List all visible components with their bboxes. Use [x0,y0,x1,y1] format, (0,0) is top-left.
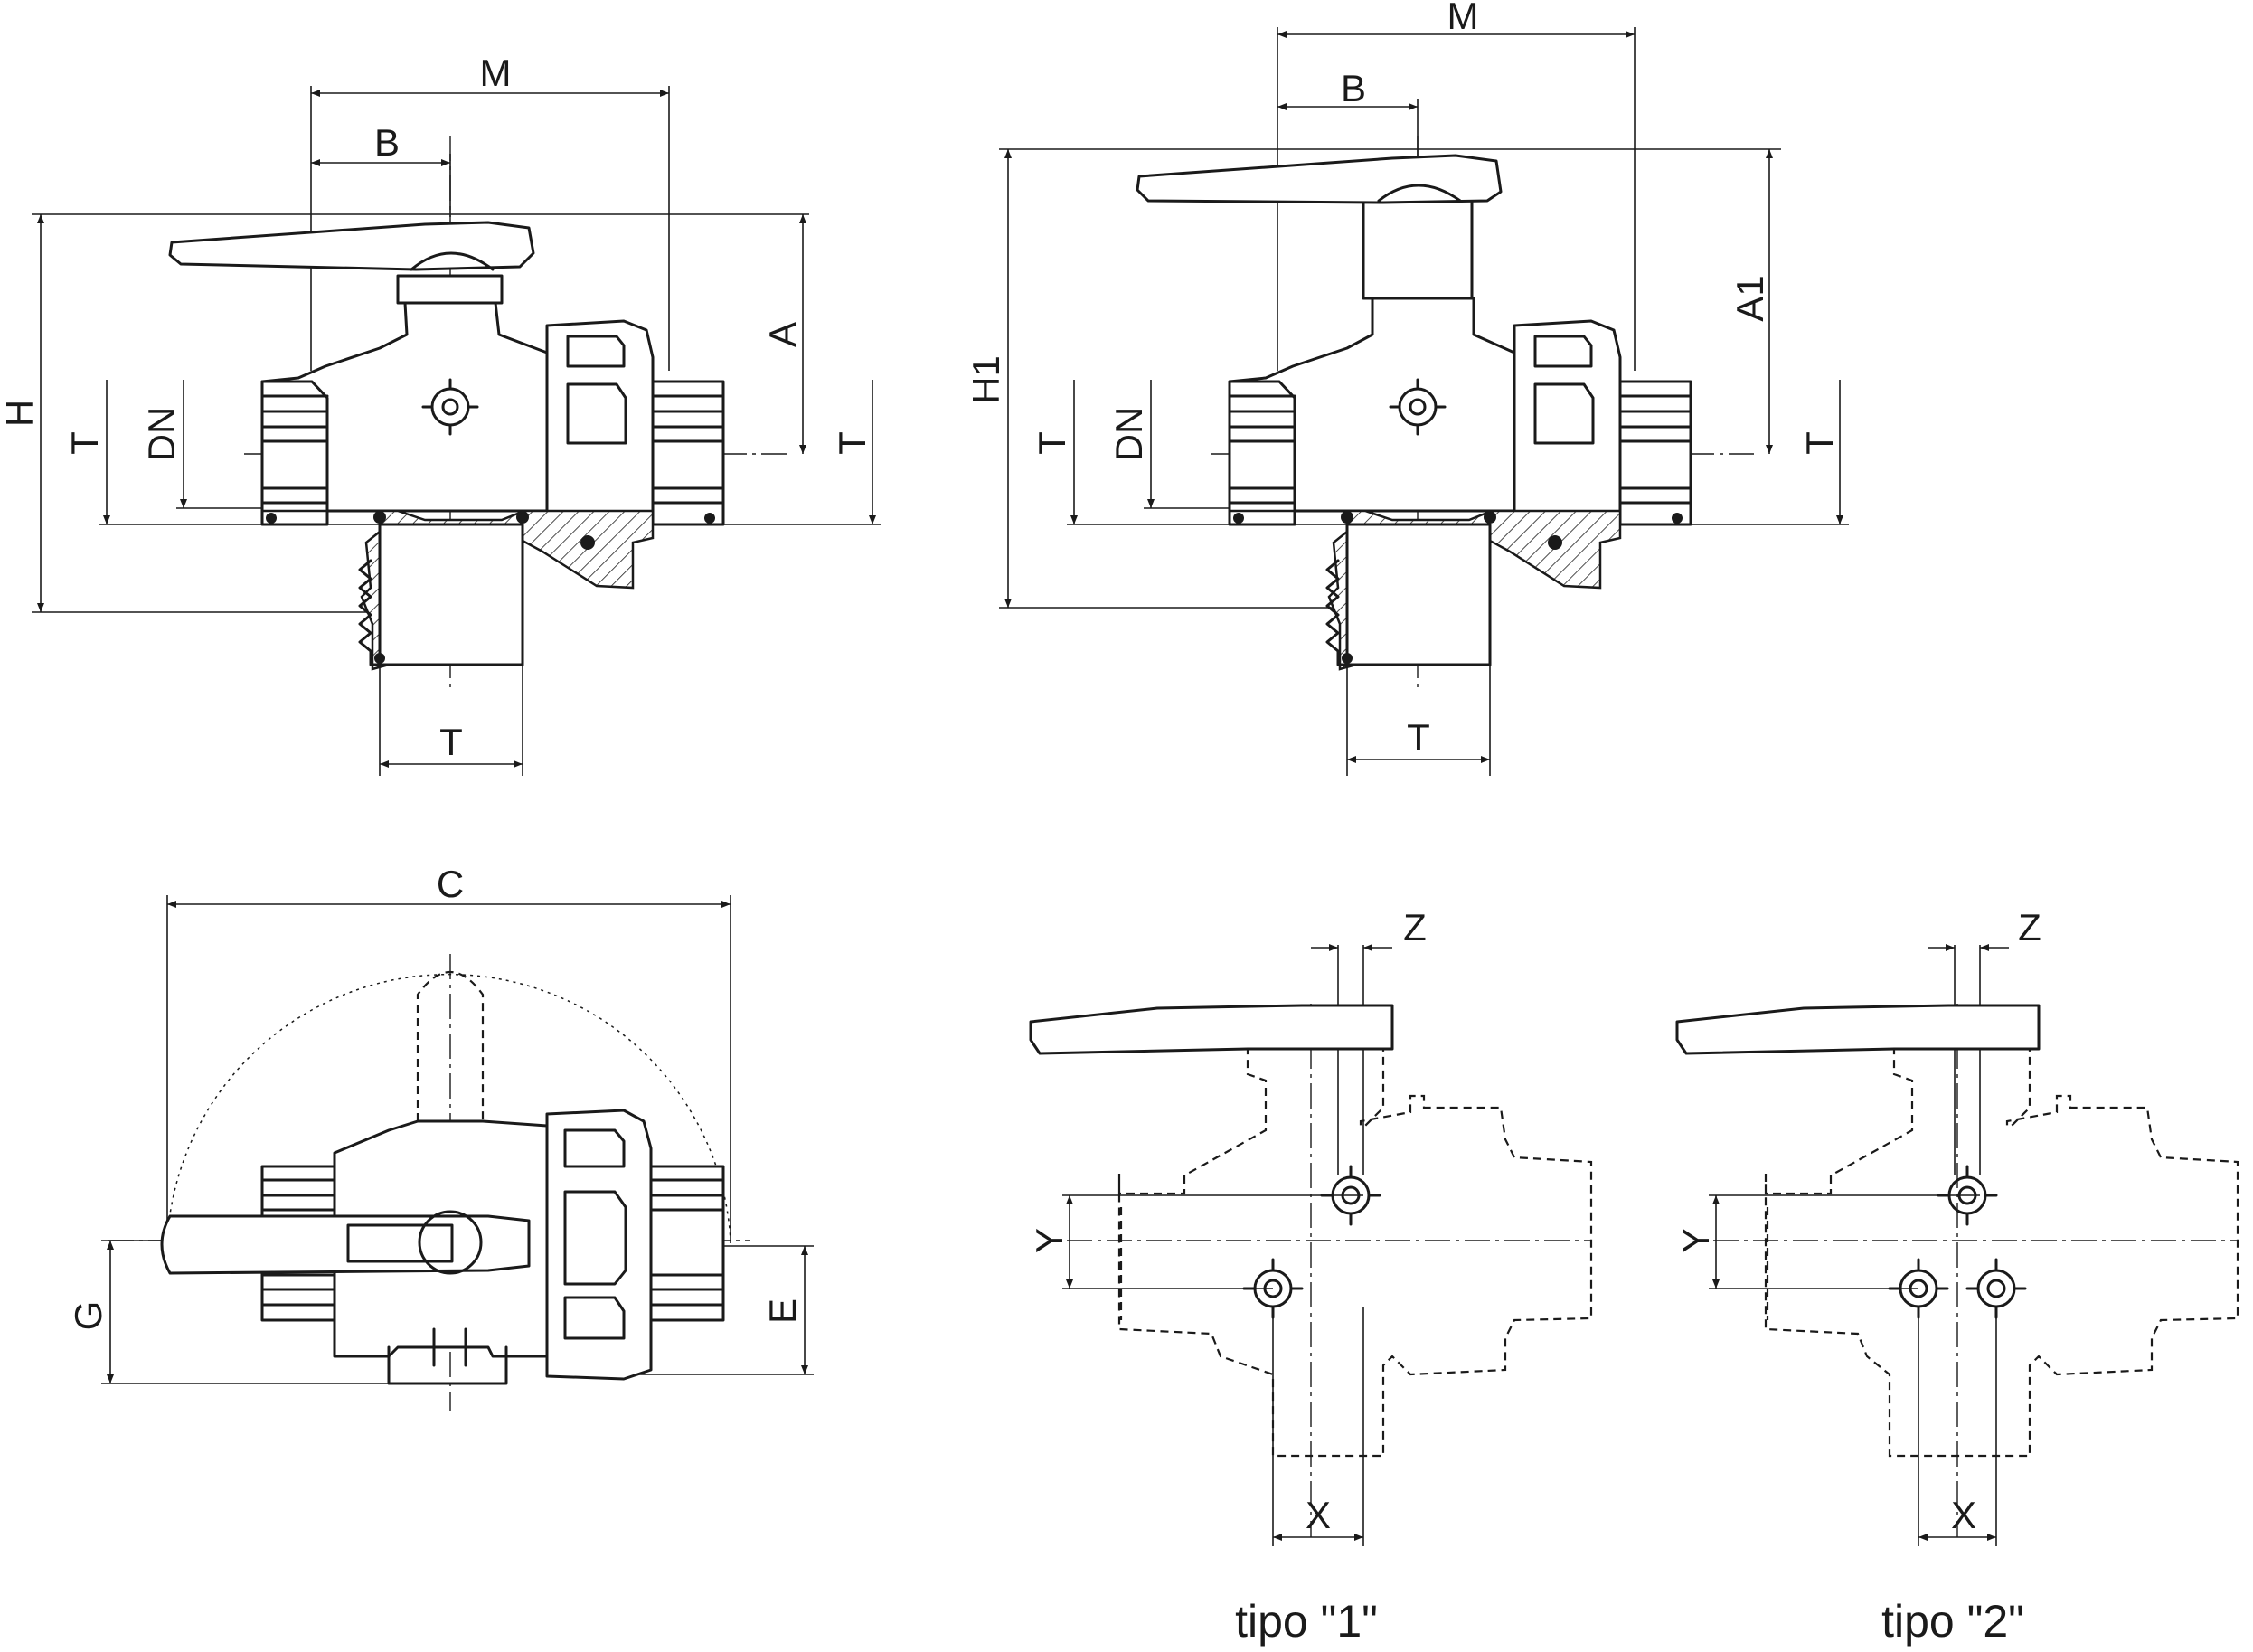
view-front-extended-stem [999,27,1849,776]
dim-label-M-2: M [1447,0,1479,37]
dims-view-type-1: Z Y X [1028,906,1427,1541]
dims-view-type-2: Z Y X [1674,906,2041,1541]
dim-label-T-left: T [63,431,106,455]
dim-label-Y-1: Y [1028,1228,1070,1253]
dim-label-A: A [761,322,804,347]
dim-label-Z-2: Z [2018,906,2041,949]
dims-view-front-extended: M B H1 A1 T DN T T [965,0,1843,763]
dim-label-M: M [480,52,512,94]
dim-label-T-right-2: T [1798,431,1841,455]
type2-indicator-upper [1937,1165,1998,1226]
view-front-short-stem [32,86,881,776]
dim-label-E: E [761,1298,804,1324]
dim-label-DN: DN [140,407,183,462]
dim-label-C: C [437,863,464,905]
dim-label-T-bottom-2: T [1407,716,1430,759]
dim-label-H: H [0,400,41,427]
type1-indicator-lower [1242,1258,1304,1319]
dim-label-T-bottom: T [439,721,463,763]
dim-label-DN-2: DN [1108,407,1150,462]
dim-label-Z-1: Z [1403,906,1427,949]
dim-label-T-right: T [831,431,873,455]
caption-type-2: tipo "2" [1881,1596,2024,1647]
view-plan [101,895,814,1411]
type1-indicator-upper [1320,1165,1381,1226]
type2-indicator-lower-left [1888,1258,1949,1319]
dim-label-Y-2: Y [1674,1228,1717,1253]
view-type-1 [1029,945,1593,1546]
dims-view-front-short: M B H A T DN T T [0,52,876,768]
dim-label-B: B [374,121,400,164]
dim-label-X-1: X [1306,1494,1331,1536]
dim-label-G: G [67,1301,109,1331]
dim-label-B-2: B [1341,67,1366,109]
dim-label-X-2: X [1951,1494,1976,1536]
dim-label-A1: A1 [1729,275,1771,321]
dim-label-H1: H1 [965,355,1007,404]
view-type-2 [1675,945,2239,1546]
dims-view-plan: C G E [67,863,808,1383]
type2-indicator-lower-right [1965,1258,2027,1319]
dim-label-T-left-2: T [1031,431,1073,455]
caption-type-1: tipo "1" [1235,1596,1378,1647]
